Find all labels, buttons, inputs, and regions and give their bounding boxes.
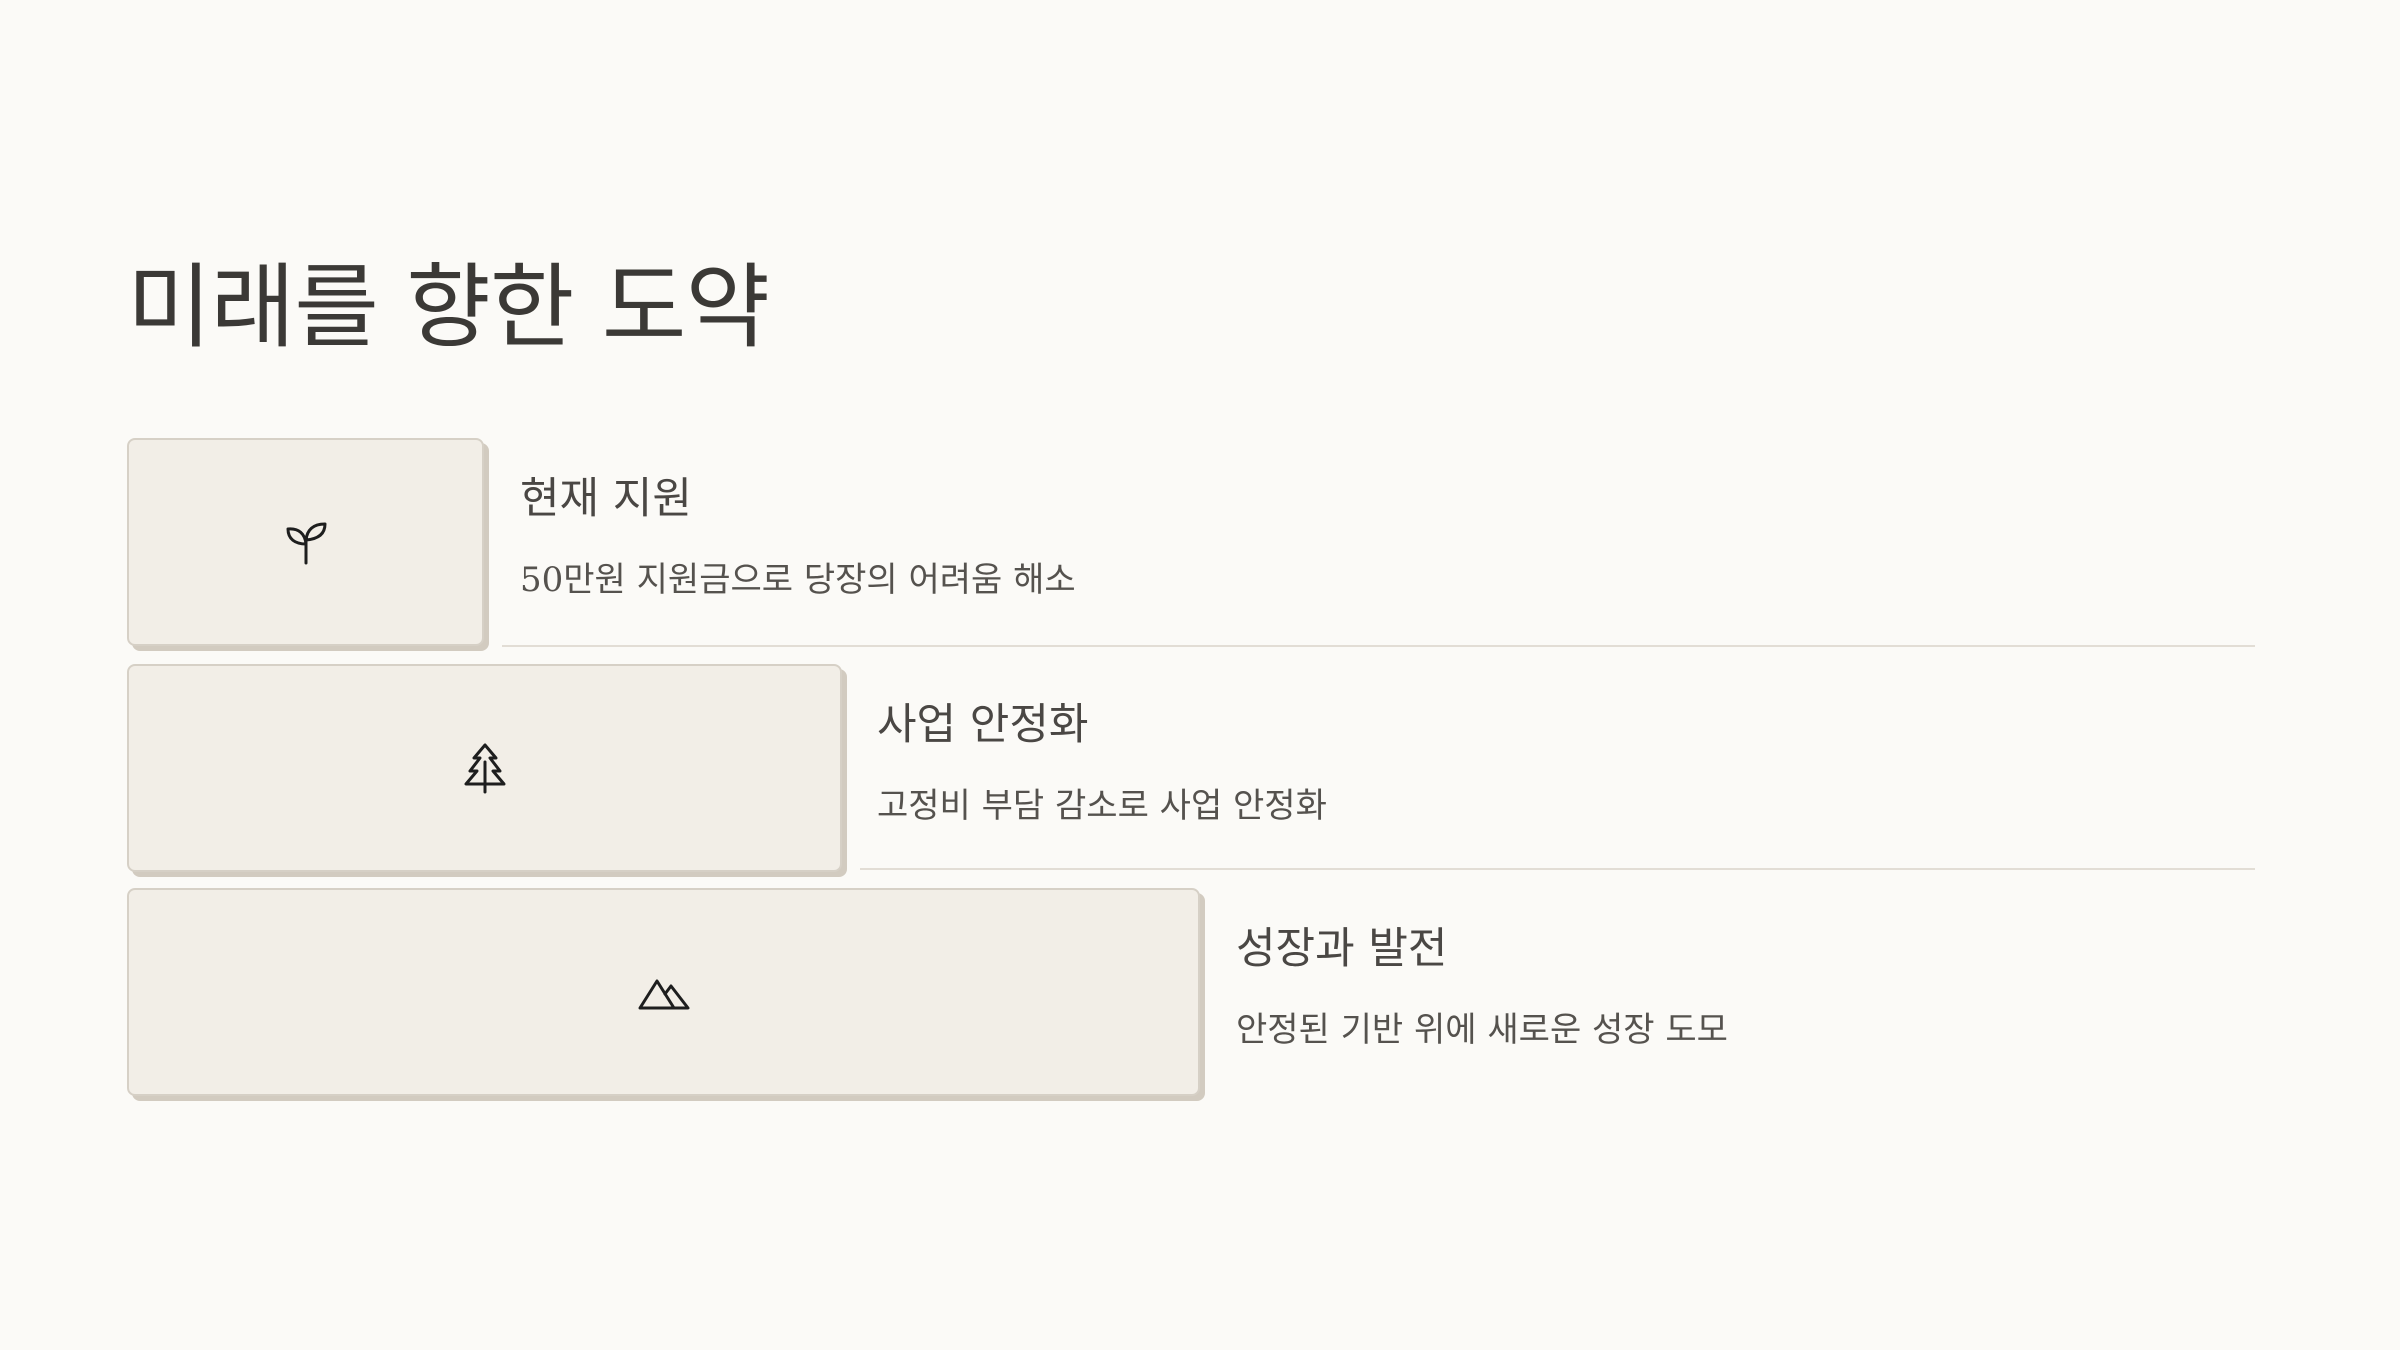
step-heading-business-stabilization: 사업 안정화 [877,700,1089,750]
divider [860,868,2255,870]
step-box-current-support [127,438,484,646]
step-description-business-stabilization: 고정비 부담 감소로 사업 안정화 [877,786,1327,826]
tree-icon [457,740,513,796]
step-description-growth-development: 안정된 기반 위에 새로운 성장 도모 [1236,1010,1728,1050]
step-description-current-support: 50만원 지원금으로 당장의 어려움 해소 [520,560,1076,600]
step-heading-growth-development: 성장과 발전 [1236,924,1448,974]
step-box-growth-development [127,888,1200,1096]
page-title: 미래를 향한 도약 [127,254,770,361]
sprout-icon [278,514,334,570]
divider [502,645,2255,647]
mountain-icon [636,964,692,1020]
step-box-business-stabilization [127,664,842,872]
step-heading-current-support: 현재 지원 [520,474,692,524]
